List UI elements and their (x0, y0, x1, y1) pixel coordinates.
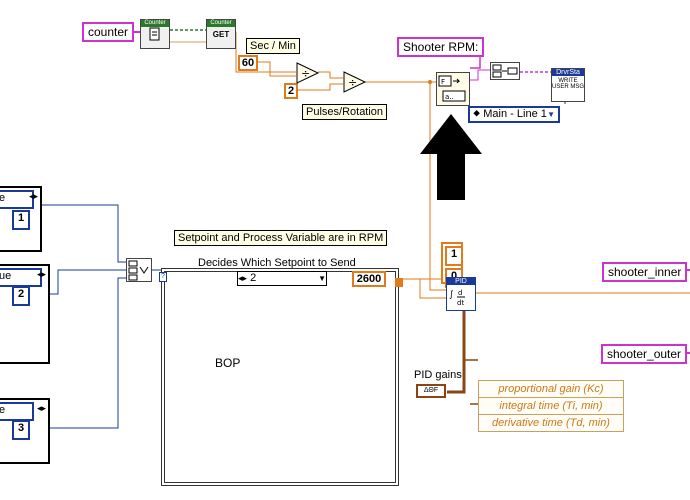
left-ring-3[interactable]: e (0, 402, 34, 421)
ring-value: Main - Line 1 (483, 108, 547, 120)
case-structure[interactable]: ◂▸ 2 ▼ ? BOP (159, 268, 403, 486)
wire-pulses (298, 83, 343, 91)
wire-divide-chain (318, 71, 343, 79)
left-ring-1[interactable]: e (0, 190, 34, 209)
svg-text:∫: ∫ (449, 290, 454, 300)
counter-global[interactable]: counter (82, 22, 135, 42)
index-constant-1[interactable]: 1 (12, 210, 30, 230)
write-user-msg-label: WRITE USER MSG (552, 78, 585, 90)
build-array-icon (128, 260, 149, 281)
index-constant-2[interactable]: 2 (12, 286, 30, 306)
driver-station-title: DrvrSta (552, 69, 584, 76)
pid-gains-control[interactable]: ΔΘF (416, 384, 446, 398)
pid-equation-icon: ∫ d dt (449, 289, 465, 307)
counter-get-title: Counter (207, 20, 235, 27)
sixty-constant[interactable]: 60 (238, 55, 258, 71)
format-string-node[interactable]: F a.. (436, 72, 470, 106)
shooter-rpm-global[interactable]: Shooter RPM: (397, 37, 485, 57)
svg-text:F: F (441, 78, 445, 86)
left-ring-2[interactable]: ue (0, 268, 42, 287)
svg-text:a..: a.. (445, 93, 454, 101)
counter-open-title: Counter (141, 20, 169, 27)
pid-title: PID (447, 278, 475, 285)
shooter-inner-global[interactable]: shooter_inner (602, 262, 688, 282)
format-string-icon: F a.. (438, 75, 466, 102)
ring-arrows-icon: ⯁ (473, 109, 481, 119)
case-selector[interactable]: ◂▸ 2 ▼ (237, 271, 327, 286)
proportional-gain-field[interactable]: proportional gain (Kc) (479, 381, 623, 398)
case-body-text: BOP (215, 356, 241, 370)
pid-gains-label: PID gains (414, 369, 462, 381)
svg-text:÷: ÷ (348, 76, 357, 89)
two-constant[interactable]: 2 (284, 83, 298, 99)
setpoint-note-label: Setpoint and Process Variable are in RPM (174, 230, 388, 246)
index-constant-3[interactable]: 3 (12, 420, 30, 440)
wire-format-out (470, 69, 490, 81)
sec-per-min-label: Sec / Min (246, 38, 300, 54)
case-selector-value: 2 (250, 272, 257, 284)
shooter-outer-global[interactable]: shooter_outer (601, 344, 688, 364)
document-icon (149, 27, 160, 41)
left-ring-2-text: ue (0, 270, 12, 282)
pid-node[interactable]: PID ∫ d dt (446, 277, 476, 311)
concatenate-icon (492, 64, 518, 78)
wire-pid-gains (447, 311, 466, 394)
line-select-ring[interactable]: ⯁ Main - Line 1 ▼ (468, 106, 560, 123)
range-high-constant[interactable]: 1 (445, 246, 463, 266)
left-ring-3-text: e (0, 404, 6, 416)
build-array-node[interactable] (126, 258, 152, 282)
case-selector-terminal[interactable]: ? (159, 272, 167, 282)
up-arrow-icon (420, 114, 482, 200)
chevron-down-icon: ▼ (318, 274, 326, 283)
concatenate-node[interactable] (490, 62, 520, 80)
chevron-down-icon: ▼ (547, 110, 555, 119)
ring-arrows-icon: ◂▸ (28, 191, 38, 201)
counter-get-node[interactable]: Counter GET (206, 19, 236, 49)
wire-setpoint (398, 278, 446, 299)
left-ring-1-text: e (0, 192, 6, 204)
ring-arrows-icon: ◂▸ (36, 269, 46, 279)
case-output-tunnel (395, 278, 403, 287)
pid-gains-cluster: proportional gain (Kc) integral time (Ti… (478, 380, 624, 432)
case-frame-3: e ◂▸ 3 (0, 398, 50, 464)
wire-rpm (365, 81, 446, 291)
integral-time-field[interactable]: integral time (Ti, min) (479, 398, 623, 415)
divide-icon[interactable]: ÷ (296, 62, 320, 84)
write-user-msg-node[interactable]: DrvrSta WRITE USER MSG (551, 68, 585, 102)
case-frame-2: ue ◂▸ 2 (0, 264, 50, 364)
counter-get-label: GET (212, 30, 230, 39)
svg-text:dt: dt (457, 299, 464, 307)
svg-text:d: d (458, 289, 462, 297)
counter-open-node[interactable]: Counter (140, 19, 170, 49)
ring-arrows-icon: ◂▸ (36, 403, 46, 413)
derivative-time-field[interactable]: derivative time (Td, min) (492, 417, 610, 429)
divide-icon-2[interactable]: ÷ (343, 71, 367, 93)
case-frame-1: e ◂▸ 1 (0, 186, 42, 252)
wire-sixty (258, 61, 296, 77)
pulses-per-rotation-label: Pulses/Rotation (302, 104, 388, 120)
ring-arrows-icon: ◂▸ (238, 273, 248, 283)
setpoint-constant[interactable]: 2600 (352, 271, 386, 287)
decides-setpoint-label: Decides Which Setpoint to Send (198, 257, 356, 269)
svg-text:÷: ÷ (301, 67, 310, 80)
wire-count-to-divide (235, 32, 296, 73)
